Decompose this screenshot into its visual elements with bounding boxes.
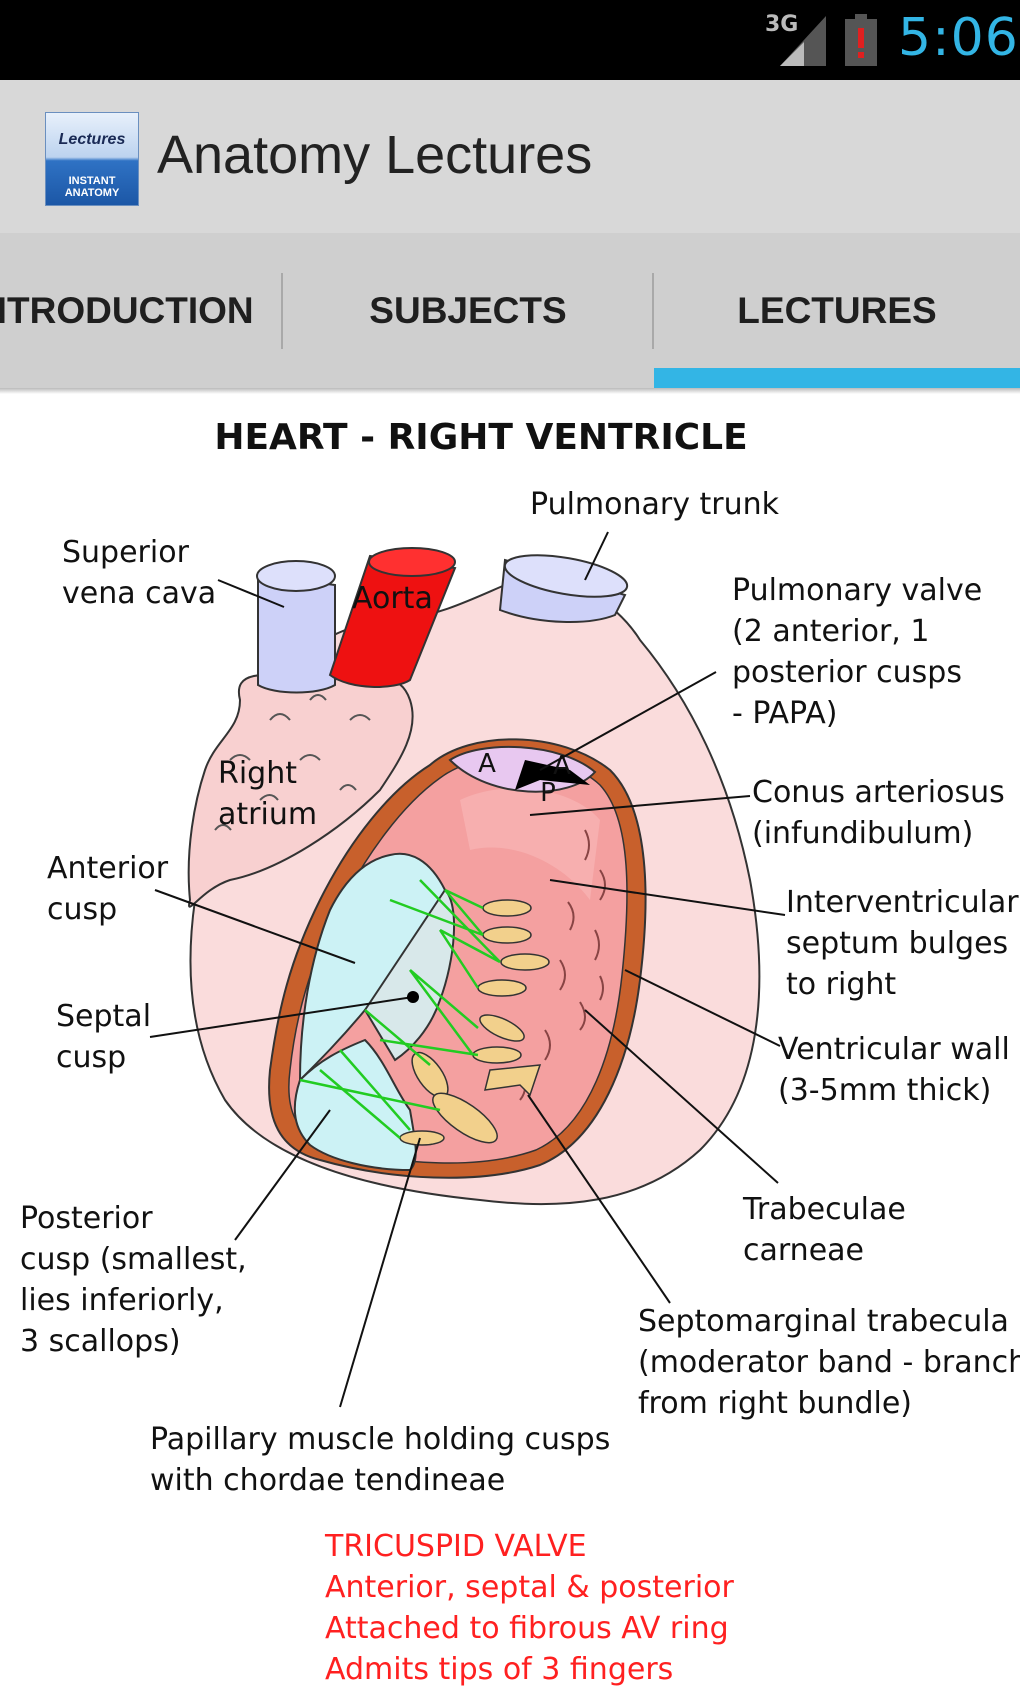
label-trabeculae-line1: Trabeculae [742,1192,906,1227]
label-iv-septum-line3: to right [786,967,896,1002]
tab-subjects[interactable]: SUBJECTS [283,233,653,388]
superior-vena-cava [256,560,336,694]
label-pulm-valve-line4: - PAPA) [732,696,837,731]
svg-text:A: A [553,751,571,781]
label-septomarginal-line3: from right bundle) [638,1386,912,1421]
label-right-atrium-line2: atrium [218,797,317,832]
summary-line2: Anterior, septal & posterior [325,1570,735,1605]
label-anterior-cusp-line1: Anterior [47,851,169,886]
svg-text:A: A [478,749,496,779]
label-posterior-cusp-line1: Posterior [20,1201,153,1236]
svg-text:P: P [540,778,556,808]
tab-divider [652,273,654,349]
label-v-wall-line2: (3-5mm thick) [778,1073,991,1108]
label-trabeculae-line2: carneae [743,1233,864,1268]
chordae-tendineae [299,879,501,1139]
tab-divider [281,273,283,349]
label-iv-septum-line2: septum bulges [786,926,1008,961]
summary-line3: Attached to fibrous AV ring [325,1611,729,1646]
label-right-atrium-line1: Right [218,756,297,791]
label-pulmonary-trunk: Pulmonary trunk [530,487,780,522]
status-clock: 5:06 [898,8,1019,68]
papillary-muscles [399,899,550,1146]
label-posterior-cusp-line3: lies inferiorly, [20,1283,224,1318]
leader-lines [149,531,786,1408]
label-v-wall-line1: Ventricular wall [778,1032,1010,1067]
label-svc-line2: vena cava [62,576,216,611]
tab-introduction[interactable]: INTRODUCTION [0,233,282,388]
label-svc-line1: Superior [62,535,190,570]
summary-line1: TRICUSPID VALVE [324,1529,587,1564]
tricuspid-summary: TRICUSPID VALVE Anterior, septal & poste… [324,1529,735,1687]
label-conus-line1: Conus arteriosus [752,775,1005,810]
label-iv-septum-line1: Interventricular [786,885,1019,920]
battery-alert-icon [845,14,877,66]
atrium-texture [214,694,371,831]
status-bar: 3G 5:06 [0,0,1020,80]
app-logo-text: Lectures [58,131,126,148]
pulmonary-valve-cusps: A A P [448,745,597,808]
label-septal-cusp-line1: Septal [56,999,151,1034]
label-conus-line2: (infundibulum) [752,816,973,851]
app-title: Anatomy Lectures [157,125,593,185]
tab-selected-indicator [654,368,1020,388]
tab-subjects-label: SUBJECTS [369,289,567,331]
heart-diagram: HEART - RIGHT VENTRICLE A A P [20,417,1020,1687]
tab-introduction-label: INTRODUCTION [0,289,254,331]
aorta [328,547,457,688]
label-aorta: Aorta [352,581,433,616]
summary-line4: Admits tips of 3 fingers [325,1652,673,1687]
label-pulm-valve-line3: posterior cusps [732,655,962,690]
label-septal-cusp-line2: cusp [56,1040,126,1075]
pulmonary-trunk [498,554,629,623]
label-anterior-cusp-line2: cusp [47,892,117,927]
label-papillary-line2: with chordae tendineae [150,1463,505,1498]
label-posterior-cusp-line4: 3 scallops) [20,1324,181,1359]
label-papillary-line1: Papillary muscle holding cusps [150,1422,610,1457]
label-posterior-cusp-line2: cusp (smallest, [20,1242,247,1277]
label-septomarginal-line1: Septomarginal trabecula [638,1304,1009,1339]
tab-bar: INTRODUCTION SUBJECTS LECTURES [0,233,1020,388]
tab-bar-shadow [0,388,1020,394]
tab-lectures-label: LECTURES [737,289,937,331]
lecture-title: HEART - RIGHT VENTRICLE [214,417,747,458]
tab-lectures[interactable]: LECTURES [654,233,1020,388]
network-type: 3G [765,12,799,37]
signal-icon [780,16,826,66]
label-pulm-valve-line2: (2 anterior, 1 [732,614,929,649]
septal-cusp-marker [407,991,419,1003]
label-pulm-valve-line1: Pulmonary valve [732,573,982,608]
label-septomarginal-line2: (moderator band - branch [638,1345,1020,1380]
